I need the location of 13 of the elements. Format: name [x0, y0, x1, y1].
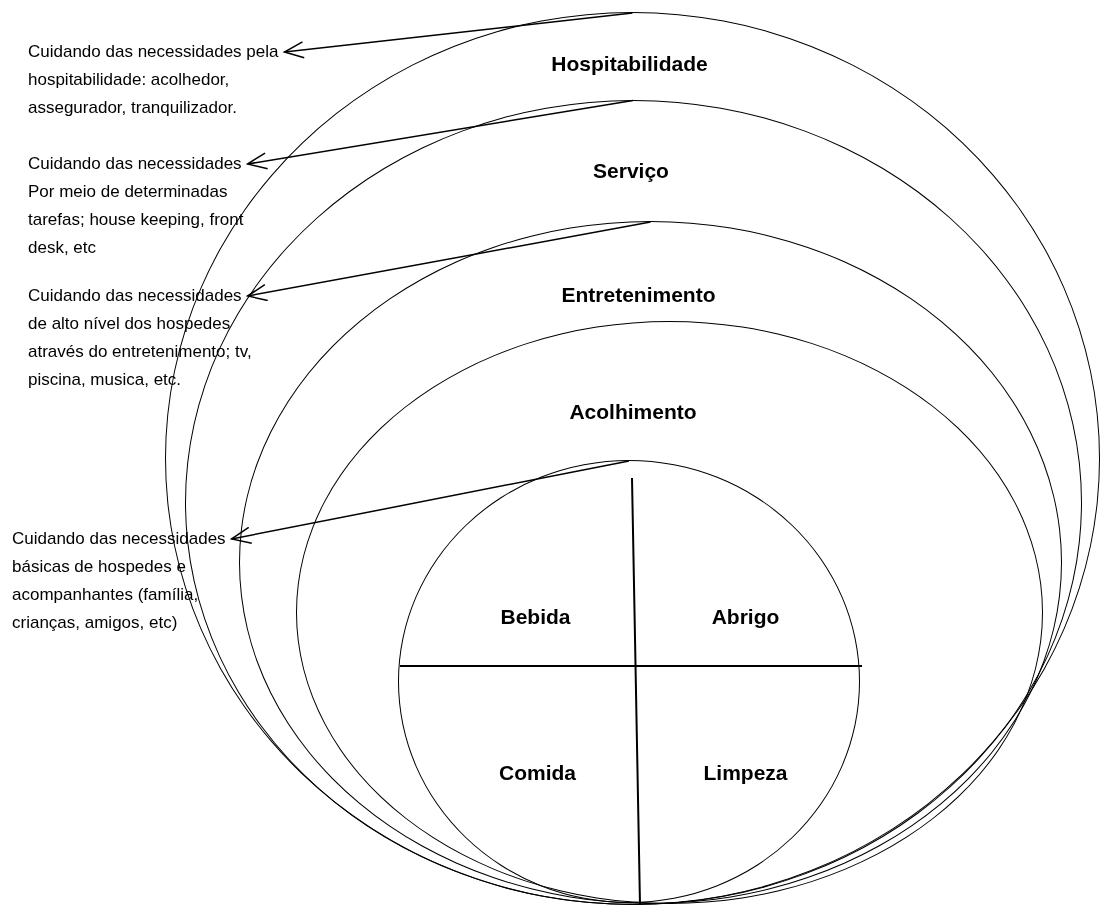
- quadrant-label: Abrigo: [711, 604, 780, 629]
- layer-title: Hospitabilidade: [551, 51, 708, 76]
- layer-title: Acolhimento: [569, 400, 697, 424]
- layer-title: Serviço: [593, 159, 669, 183]
- quadrant-label: Bebida: [500, 604, 571, 629]
- description-text: Cuidando das necessidades pela hospitabilidade: acolhedor, assegurador, tranquilizador.: [28, 38, 328, 122]
- arrow: [283, 12, 634, 59]
- layer-title: Entretenimento: [561, 282, 716, 307]
- arrow: [230, 460, 630, 544]
- arrow: [246, 221, 652, 302]
- quadrant-label: Limpeza: [703, 760, 788, 785]
- quadrant-label: Comida: [499, 760, 576, 785]
- layer-circle: [295, 320, 1043, 904]
